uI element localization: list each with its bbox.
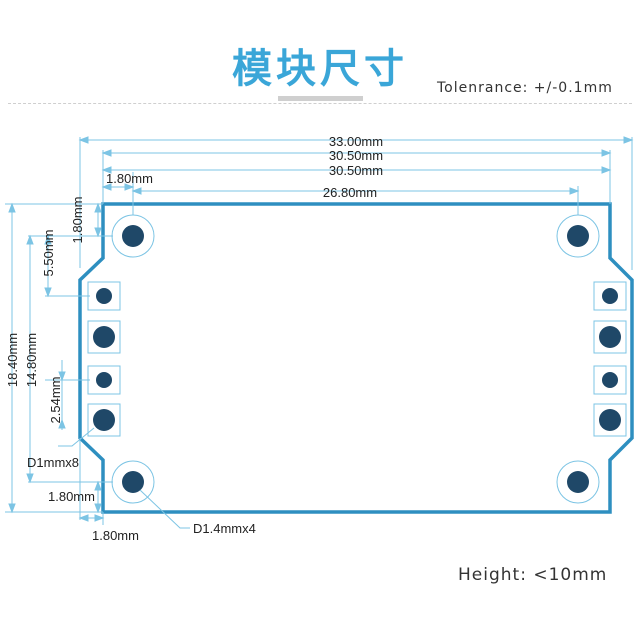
title-underline (278, 96, 363, 101)
dim-pin-pitch: 2.54mm (48, 377, 63, 424)
tolerance-note: Tolenrance: +/-0.1mm (437, 80, 613, 96)
pin-pad-left-1 (87, 281, 121, 311)
dim-hole-spacing-y: 14.80mm (24, 333, 39, 387)
dim-bottom-left-offset: 1.80mm (92, 528, 139, 543)
dim-top-pin-offset: 5.50mm (41, 230, 56, 277)
pin-pad-left-2 (87, 320, 121, 354)
pin-pad-right-1 (593, 281, 627, 311)
dim-pcb-width: 30.50mm (329, 148, 383, 163)
horizontal-dimension-lines (78, 136, 634, 522)
label-mount-holes: D1.4mmx4 (193, 521, 256, 536)
mount-hole-top-left (111, 214, 155, 258)
height-note: Height: <10mm (458, 565, 608, 585)
dim-left-hole-offset: 1.80mm (106, 171, 153, 186)
leader-lines (58, 427, 190, 529)
board-outline (78, 202, 634, 514)
dim-overall-width: 33.00mm (329, 134, 383, 149)
dim-inner-width: 30.50mm (329, 163, 383, 178)
dim-overall-height: 18.40mm (5, 333, 20, 387)
page-title: 模块尺寸 (232, 46, 408, 92)
mount-hole-bottom-right (556, 460, 600, 504)
pin-pad-right-4 (593, 403, 627, 437)
dim-hole-spacing-x: 26.80mm (323, 185, 377, 200)
pin-pad-right-3 (593, 365, 627, 395)
header-divider (8, 103, 632, 104)
pin-pad-left-4 (87, 403, 121, 437)
label-pin-holes: D1mmx8 (27, 455, 79, 470)
dim-top-hole-offset: 1.80mm (70, 197, 85, 244)
vertical-dimension-lines (8, 202, 102, 514)
mount-hole-top-right (556, 214, 600, 258)
pin-pad-left-3 (87, 365, 121, 395)
pin-pad-right-2 (593, 320, 627, 354)
dim-bottom-hole-offset: 1.80mm (48, 489, 95, 504)
